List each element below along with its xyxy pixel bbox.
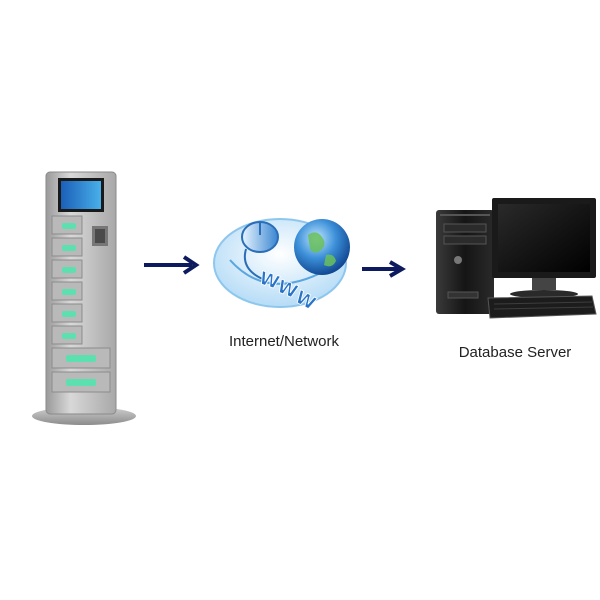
- www-globe-mouse-icon: W W W: [210, 205, 360, 320]
- flow-arrow-kiosk-to-network: [142, 254, 206, 276]
- charging-kiosk-icon: [28, 168, 140, 426]
- server-label: Database Server: [458, 344, 572, 361]
- desktop-computer-icon: [428, 196, 598, 326]
- network-label: Internet/Network: [228, 333, 340, 350]
- flow-arrow-network-to-server: [360, 259, 410, 279]
